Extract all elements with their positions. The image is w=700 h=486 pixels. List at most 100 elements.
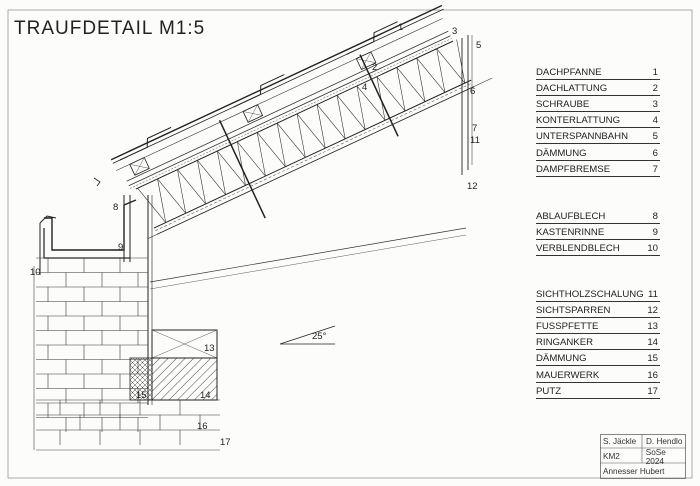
membrane-line	[129, 38, 452, 189]
masonry	[36, 257, 220, 445]
callout-15: 15	[136, 390, 147, 401]
legend-label: DÄMMUNG	[536, 147, 587, 159]
tb-author-1: S. Jäckle	[603, 437, 637, 446]
insulation-stroke	[416, 57, 446, 93]
insulation-stroke	[197, 160, 206, 204]
vapour-barrier-line	[155, 82, 473, 231]
insulation-stroke	[237, 141, 266, 177]
insulation-stroke	[336, 95, 346, 139]
legend-number: 15	[647, 353, 658, 365]
legend-row: KONTERLATTUNG 4	[536, 112, 660, 129]
insulation-stroke	[237, 141, 246, 186]
callout-13: 13	[204, 343, 215, 354]
drawing-title: TRAUFDETAIL M1:5	[14, 18, 206, 39]
legend-number: 17	[647, 385, 658, 397]
legend-number: 9	[652, 227, 658, 239]
rafter-top	[147, 77, 493, 239]
batten	[242, 104, 264, 123]
roof-tile-laps	[119, 21, 398, 161]
legend-label: ABLAUFBLECH	[536, 211, 606, 223]
screw-2	[359, 54, 399, 137]
legend-number: 10	[647, 243, 658, 255]
callout-10: 10	[30, 267, 41, 278]
insulation-stroke	[296, 113, 326, 149]
insulation-stroke	[396, 67, 406, 112]
insulation-stroke	[396, 67, 426, 102]
insulation-stroke	[376, 76, 406, 112]
angle-label: 25°	[312, 331, 327, 342]
angle-ray	[279, 325, 336, 345]
legend-label: PUTZ	[536, 385, 562, 397]
title-block: S. Jäckle D. Hendlo KM2 SoSe 2024 Anness…	[600, 434, 686, 479]
batten-cross	[361, 51, 372, 70]
roof-tile-line	[110, 4, 443, 161]
legend-row: DÄMMUNG 6	[536, 144, 660, 161]
callout-7: 7	[472, 123, 478, 134]
sheet-frame	[7, 9, 693, 479]
legend-number: 6	[652, 147, 658, 159]
legend-row: PUTZ 17	[536, 383, 660, 399]
legend-number: 5	[652, 131, 658, 143]
insulation-stroke	[257, 132, 286, 167]
tile-lap	[346, 21, 398, 55]
insulation-stroke	[157, 178, 167, 223]
legend-label: KONTERLATTUNG	[536, 115, 621, 127]
insulation-stroke	[137, 188, 166, 223]
legend-number: 11	[648, 289, 658, 301]
callout-1: 1	[398, 22, 404, 33]
legend-row: VERBLENDBLECH 10	[536, 240, 660, 257]
legend-label: KASTENRINNE	[536, 227, 605, 239]
callout-5: 5	[476, 40, 482, 51]
box-gutter	[39, 199, 137, 275]
legend-number: 13	[647, 321, 658, 333]
callout-9: 9	[118, 242, 124, 253]
legend-label: DACHLATTUNG	[536, 83, 608, 95]
insulation-stroke	[316, 104, 326, 149]
callout-11: 11	[470, 135, 480, 146]
roof-assembly	[110, 4, 493, 239]
legend-label: VERBLENDBLECH	[536, 243, 620, 255]
insulation-stroke	[336, 95, 366, 130]
tb-advisor: Annesser Hubert	[603, 467, 665, 476]
callout-8: 8	[113, 202, 119, 213]
legend-label: UNTERSPANNBAHN	[536, 131, 629, 143]
legend-label: DAMPFBREMSE	[536, 163, 611, 175]
legend-label: FUSSPFETTE	[536, 321, 599, 333]
insulation-bottom	[153, 79, 472, 229]
legend-number: 4	[652, 115, 658, 127]
legend-number: 14	[647, 337, 658, 349]
insulation-stroke	[316, 104, 346, 140]
callout-17: 17	[220, 437, 231, 448]
insulation-stroke	[456, 39, 466, 84]
insulation-stroke	[177, 169, 186, 214]
insulation-hatching	[137, 39, 466, 223]
legend-number: 12	[647, 305, 658, 317]
legend-label: SCHRAUBE	[536, 99, 590, 111]
legend-label: DACHPFANNE	[536, 67, 602, 79]
callout-16: 16	[197, 421, 208, 432]
legend-row: UNTERSPANNBAHN 5	[536, 128, 660, 145]
legend-number: 7	[652, 163, 658, 175]
battens	[129, 51, 377, 176]
title-block-frame	[600, 434, 686, 479]
legend-number: 16	[647, 369, 658, 381]
legend-row: KASTENRINNE 9	[536, 224, 660, 241]
tb-course: KM2	[603, 452, 620, 461]
insulation-stroke	[436, 48, 466, 84]
drip-mark	[93, 177, 101, 187]
insulation-stroke	[296, 113, 306, 158]
insulation-stroke	[217, 150, 246, 186]
tb-semester: SoSe 2024	[645, 447, 666, 466]
legend-label: DÄMMUNG	[536, 353, 587, 365]
counter-batten-top	[126, 30, 449, 182]
insulation-stroke	[217, 150, 226, 195]
